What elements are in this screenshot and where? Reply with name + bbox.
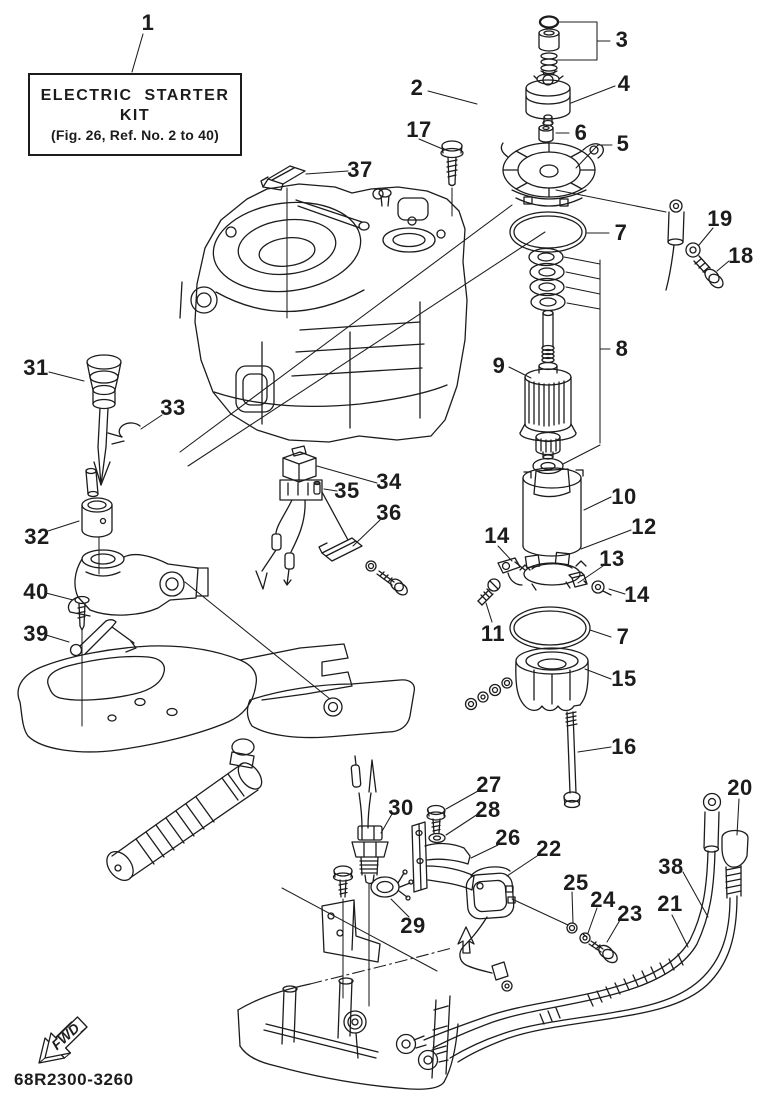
part-38-cable-drawing [395, 792, 722, 1055]
starter-cable-end-drawing [665, 199, 685, 291]
mount-housing-drawing [67, 549, 209, 617]
mount-plate-drawing [321, 899, 381, 963]
part-18-bolt-drawing [693, 255, 724, 289]
steering-bracket-drawing [17, 643, 416, 753]
part-27-bolt-drawing [426, 804, 446, 834]
lower-cowling-drawing [237, 947, 459, 1090]
part-31-starter-button-drawing [85, 354, 122, 498]
part-12-brush-holder-drawing [519, 551, 587, 591]
title-line-1: ELECTRIC STARTER [40, 86, 230, 104]
mount-bolt-drawing [332, 865, 354, 898]
part-26-bracket-drawing [411, 821, 475, 893]
part-15-rear-bracket-drawing [515, 647, 589, 712]
part-24-washer-drawing [579, 932, 591, 944]
part-14-terminal-right-drawing [591, 580, 612, 596]
part-19-washer-drawing [685, 242, 701, 258]
part-11-screw-drawing [477, 578, 501, 606]
part-13-brush-drawing [568, 571, 588, 588]
part-28-washer-drawing [428, 832, 446, 844]
part-39-wire-stay-drawing [69, 619, 137, 657]
part-34-relay-drawing [255, 445, 349, 590]
part-6-spacer-drawing [538, 124, 554, 143]
title-box: ELECTRIC STARTER KIT (Fig. 26, Ref. No. … [28, 73, 242, 156]
part-7-oring-lower-drawing [509, 606, 591, 650]
part-25-washer-drawing [566, 922, 578, 934]
drawing-number: 68R2300-3260 [14, 1070, 134, 1089]
part-9-armature-drawing [519, 309, 577, 460]
part-21-cable-wrap-drawing [539, 953, 684, 1025]
part-10-yoke-housing-drawing [522, 467, 584, 557]
part-29-grommet-drawing [370, 869, 414, 901]
tiller-handle-drawing [106, 738, 263, 881]
hardware-row-drawing [464, 677, 513, 711]
part-22-rectifier-drawing [457, 866, 516, 992]
part-40-screw-drawing [74, 595, 90, 631]
title-line-2: KIT [119, 106, 151, 124]
part-3-seal-bushing-spring-drawing [538, 15, 560, 75]
part-33-clip-drawing [107, 422, 141, 445]
part-16-through-bolt-drawing [563, 711, 581, 809]
part-17-bolt-drawing [440, 140, 464, 187]
part-36-fuse-assembly-drawing [318, 537, 408, 596]
part-4-pinion-assembly-drawing [525, 70, 571, 127]
part-14-terminal-left-drawing [497, 557, 526, 586]
leader-lines [45, 21, 740, 948]
title-line-3: (Fig. 26, Ref. No. 2 to 40) [51, 126, 219, 143]
part-32-bushing-drawing [81, 497, 113, 538]
fwd-arrow: FWD [38, 1016, 88, 1064]
part-5-front-bracket-drawing [500, 142, 604, 207]
part-35-pin-drawing [313, 480, 321, 495]
part-8-washer-set-drawing [528, 247, 566, 475]
engine-block-drawing [179, 183, 468, 443]
part-20-battery-cable-drawing [417, 829, 749, 1071]
part-23-bolt-drawing [588, 940, 618, 964]
alignment-lines [81, 187, 667, 1007]
part-30-neutral-switch-drawing [350, 755, 389, 885]
part-7-oring-upper-drawing [509, 211, 587, 253]
part-37-connector-drawing [260, 165, 306, 191]
